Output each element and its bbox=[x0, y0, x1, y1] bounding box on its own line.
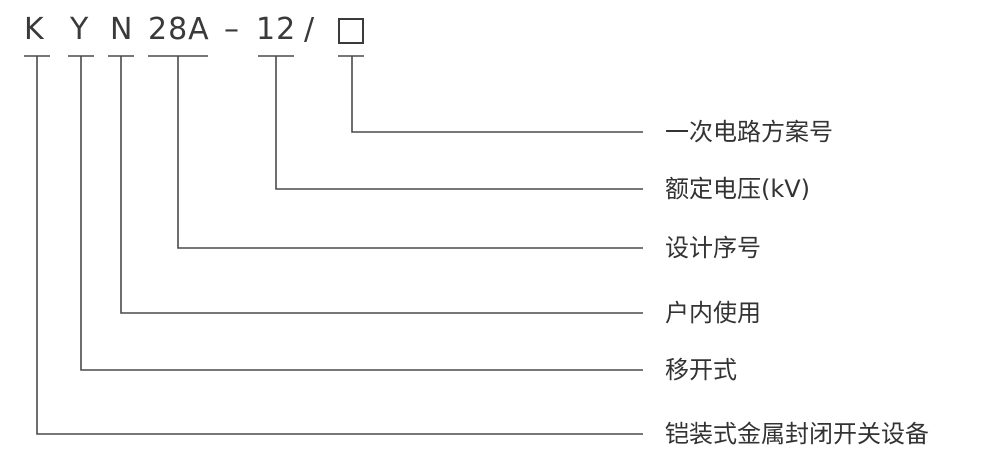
label-withdrawable: 移开式 bbox=[665, 356, 737, 384]
connector-armored bbox=[36, 56, 643, 435]
code-slash: / bbox=[304, 12, 316, 47]
connector-indoor bbox=[120, 56, 643, 314]
label-indoor: 户内使用 bbox=[665, 299, 761, 327]
label-armored: 铠装式金属封闭开关设备 bbox=[665, 420, 929, 448]
scheme-placeholder-box bbox=[338, 18, 364, 44]
connector-design-no bbox=[177, 56, 643, 249]
code-letter-n: N bbox=[110, 12, 134, 47]
code-voltage: 12 bbox=[256, 12, 297, 47]
label-rated-voltage: 额定电压(kV) bbox=[665, 175, 811, 203]
code-letter-y: Y bbox=[70, 12, 90, 47]
code-series: 28A bbox=[148, 12, 210, 47]
label-scheme: 一次电路方案号 bbox=[665, 118, 833, 146]
connector-scheme bbox=[351, 56, 643, 133]
code-dash: – bbox=[224, 12, 240, 47]
connector-withdrawable bbox=[80, 56, 643, 371]
connector-rated-voltage bbox=[275, 56, 643, 190]
label-design-no: 设计序号 bbox=[665, 234, 761, 262]
code-letter-k: K bbox=[24, 12, 45, 47]
